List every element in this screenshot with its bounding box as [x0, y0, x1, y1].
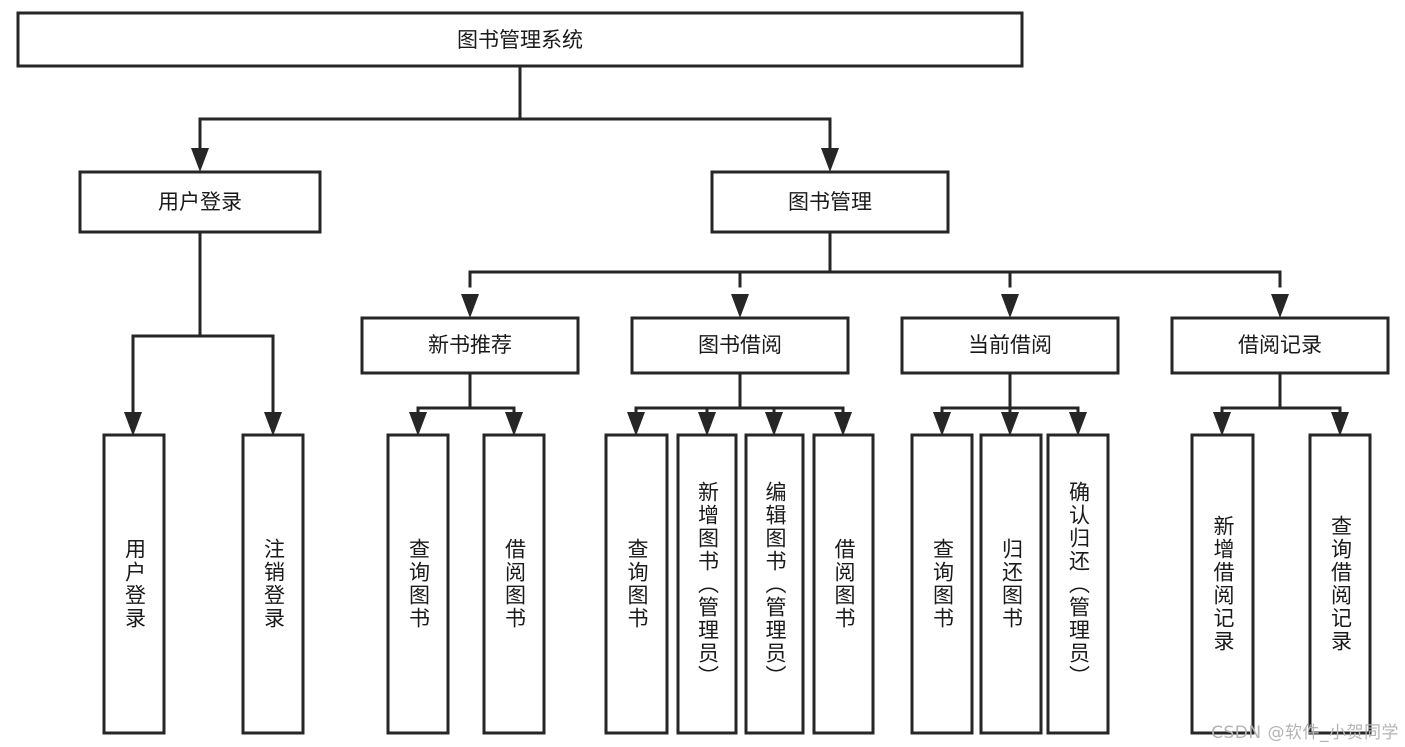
csdn-watermark: CSDN @软件_小贺同学 [1211, 723, 1399, 743]
leaf-box-book-borrow-2[interactable] [744, 433, 805, 735]
leaf-box-current-borrow-0[interactable] [910, 433, 974, 735]
node-current-borrow-label: 当前借阅 [968, 333, 1052, 357]
node-new-book-recommend-label: 新书推荐 [428, 333, 512, 357]
node-borrow-record-label: 借阅记录 [1238, 333, 1322, 357]
arrow-head-icon [821, 148, 839, 172]
node-current-borrow[interactable] [900, 316, 1120, 375]
leaf-box-current-borrow-1[interactable] [979, 433, 1043, 735]
leaf-box-new-book-recommend-0[interactable] [386, 433, 450, 735]
arrow-head-icon [1069, 412, 1087, 436]
arrow-head-icon [1213, 412, 1231, 436]
node-user-login-label: 用户登录 [158, 190, 242, 214]
arrow-head-icon [698, 412, 716, 436]
arrow-head-icon [1001, 412, 1019, 436]
leaf-box-user-login-1[interactable] [241, 433, 305, 735]
arrow-head-icon [264, 412, 282, 436]
node-new-book-recommend[interactable] [360, 316, 580, 375]
arrow-head-icon [627, 412, 645, 436]
arrow-head-icon [461, 294, 479, 318]
leaf-box-borrow-record-0[interactable] [1190, 433, 1255, 735]
node-root-label: 图书管理系统 [457, 28, 583, 52]
leaf-box-new-book-recommend-1[interactable] [482, 433, 546, 735]
node-user-login[interactable] [78, 170, 322, 234]
leaf-box-current-borrow-2[interactable] [1046, 433, 1110, 735]
connector-borrow-record-to-leaves [1213, 371, 1349, 436]
arrow-head-icon [1271, 294, 1289, 318]
leaf-box-book-borrow-0[interactable] [604, 433, 669, 735]
arrow-head-icon [191, 148, 209, 172]
arrow-head-icon [124, 412, 142, 436]
arrow-head-icon [1331, 412, 1349, 436]
node-current-borrow-box [900, 316, 1120, 375]
arrow-head-icon [765, 412, 783, 436]
leaf-box-user-login-0[interactable] [102, 433, 166, 735]
connector-book-borrow-to-leaves [627, 371, 852, 436]
connector-current-borrow-to-leaves [933, 371, 1087, 436]
node-root-box [16, 11, 1024, 68]
arrow-head-icon [505, 412, 523, 436]
node-book-borrow-label: 图书借阅 [698, 333, 782, 357]
arrow-head-icon [409, 412, 427, 436]
leaf-box-borrow-record-1[interactable] [1308, 433, 1372, 735]
node-book-manage-label: 图书管理 [788, 190, 872, 214]
node-root[interactable] [16, 11, 1024, 68]
connector-user-login-to-leaves [124, 230, 282, 436]
connector-book-manage-to-level3 [461, 230, 1289, 318]
node-new-book-recommend-box [360, 316, 580, 375]
arrow-head-icon [834, 412, 852, 436]
leaf-box-book-borrow-3[interactable] [812, 433, 875, 735]
arrow-head-icon [933, 412, 951, 436]
arrow-head-icon [1001, 294, 1019, 318]
connector-root-to-level2 [191, 64, 839, 172]
connector-new-book-recommend-to-leaves [409, 371, 523, 436]
arrow-head-icon [731, 294, 749, 318]
leaf-box-book-borrow-1[interactable] [676, 433, 738, 735]
node-user-login-box [78, 170, 322, 234]
